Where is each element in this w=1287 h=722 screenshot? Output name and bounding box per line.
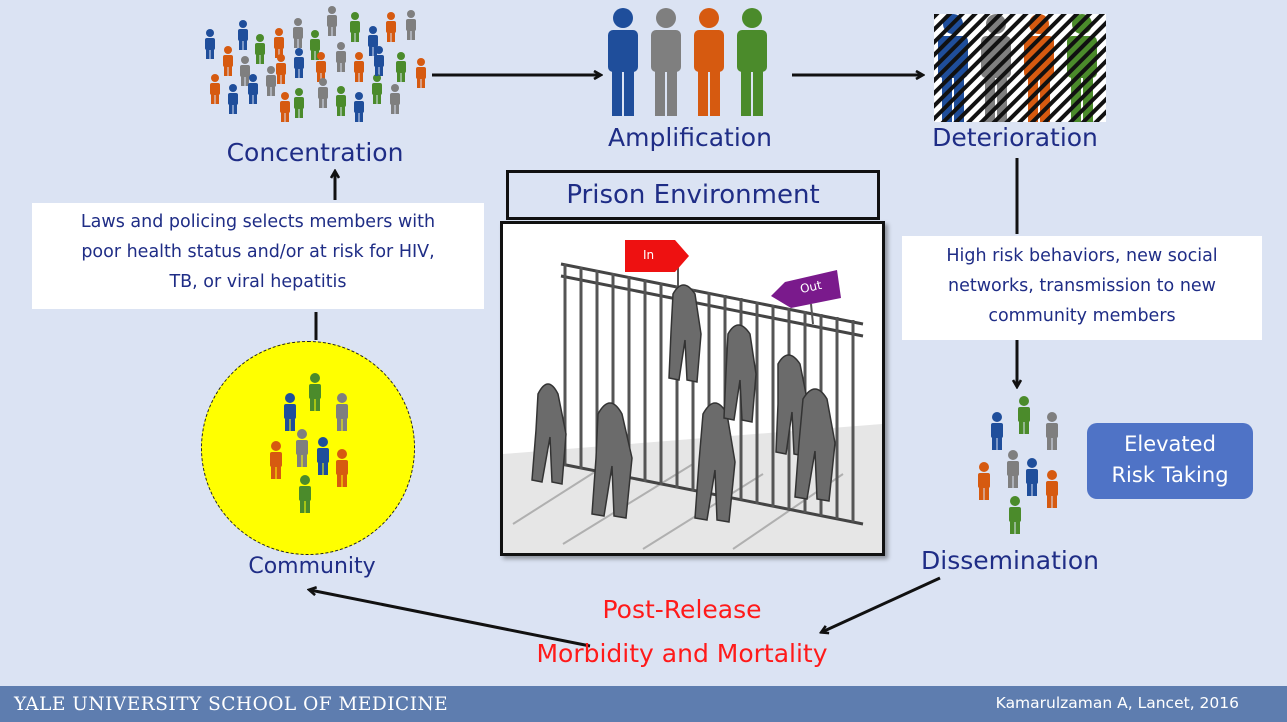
arrow-dissemination-to-post-release (822, 576, 941, 632)
post-release-line-2: Morbidity and Mortality (536, 639, 828, 668)
risk-box-line-2: Risk Taking (1111, 463, 1229, 487)
behaviors-note-line-3: community members (988, 306, 1176, 326)
behaviors-note-line-1: High risk behaviors, new social (946, 246, 1218, 266)
policing-note-line-3: TB, or viral hepatitis (169, 272, 347, 292)
policing-note-line-2: poor health status and/or at risk for HI… (81, 242, 435, 262)
community-group (270, 373, 348, 513)
policing-note-line-1: Laws and policing selects members with (80, 212, 436, 232)
dissemination-label: Dissemination (921, 546, 1099, 575)
concentration-label: Concentration (226, 138, 404, 167)
amplification-group (608, 8, 767, 116)
in-sign (625, 240, 689, 272)
community-label: Community (248, 554, 376, 579)
elevated-risk-box: Elevated Risk Taking (1087, 423, 1253, 499)
citation: Kamarulzaman A, Lancet, 2016 (995, 694, 1239, 712)
post-release-line-1: Post-Release (602, 595, 762, 624)
behaviors-note-line-2: networks, transmission to new (948, 276, 1216, 296)
deterioration-label: Deterioration (932, 123, 1098, 152)
dissemination-group (978, 396, 1058, 534)
concentration-crowd (205, 6, 426, 122)
prison-illustration: In Out (500, 221, 885, 556)
behaviors-note: High risk behaviors, new social networks… (902, 236, 1262, 340)
risk-box-line-1: Elevated (1124, 432, 1216, 456)
arrow-post-release-to-community (310, 590, 591, 648)
school-name: YALE UNIVERSITY SCHOOL OF MEDICINE (14, 694, 449, 715)
prison-environment-title: Prison Environment (506, 170, 880, 220)
deterioration-group (934, 14, 1106, 122)
prison-gate-drawing (503, 224, 882, 553)
policing-note: Laws and policing selects members with p… (32, 203, 484, 309)
post-release-label: Post-Release Morbidity and Mortality (492, 588, 872, 676)
out-sign (771, 270, 841, 308)
amplification-label: Amplification (608, 123, 772, 152)
in-sign-label: In (643, 248, 655, 262)
footer-bar: YALE UNIVERSITY SCHOOL OF MEDICINE Kamar… (0, 686, 1287, 722)
